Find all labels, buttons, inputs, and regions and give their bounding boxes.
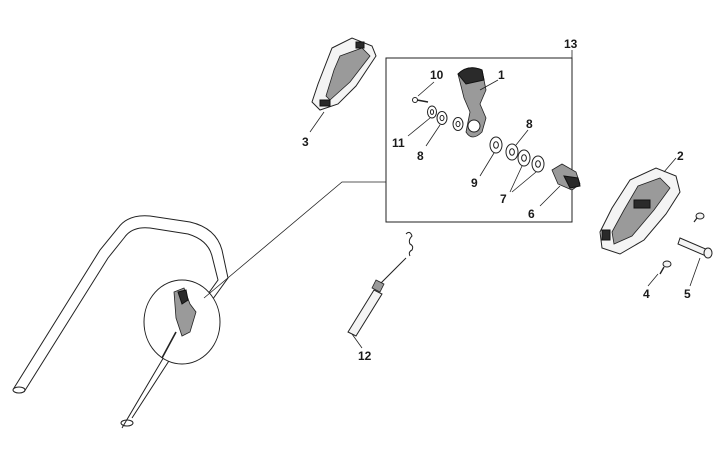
screw-part-4 [647,260,672,287]
callout-7: 7 [500,192,507,206]
callout-8-right: 8 [526,117,533,131]
callout-5: 5 [684,287,691,301]
cable-part-12 [347,231,414,349]
handlebar [12,215,229,429]
detail-leader-line [203,181,386,299]
callout-4: 4 [643,287,650,301]
screw-part-10 [412,81,435,103]
pivot-knob-part-6 [539,163,581,207]
detail-circle [143,279,221,365]
callout-12: 12 [358,349,372,363]
assembly-box [385,50,573,223]
housing-part-3 [309,37,377,133]
callout-13: 13 [564,37,578,51]
callout-10: 10 [430,68,444,82]
lever-part [457,67,499,138]
callout-9: 9 [471,176,478,190]
washer-part-8-right [505,129,529,161]
callout-6: 6 [528,207,535,221]
washer-part-7 [509,149,545,193]
callout-3: 3 [302,135,309,149]
callout-11: 11 [392,136,405,150]
housing-part-2 [599,157,681,255]
bolt-part-5 [677,212,713,287]
callout-2: 2 [677,149,684,163]
washer-part-11 [407,105,437,137]
callout-8-left: 8 [417,149,424,163]
washer-part-8-left [425,111,448,147]
washer-part-9 [479,136,503,177]
spacer-part [452,117,464,131]
callout-1: 1 [498,68,505,82]
